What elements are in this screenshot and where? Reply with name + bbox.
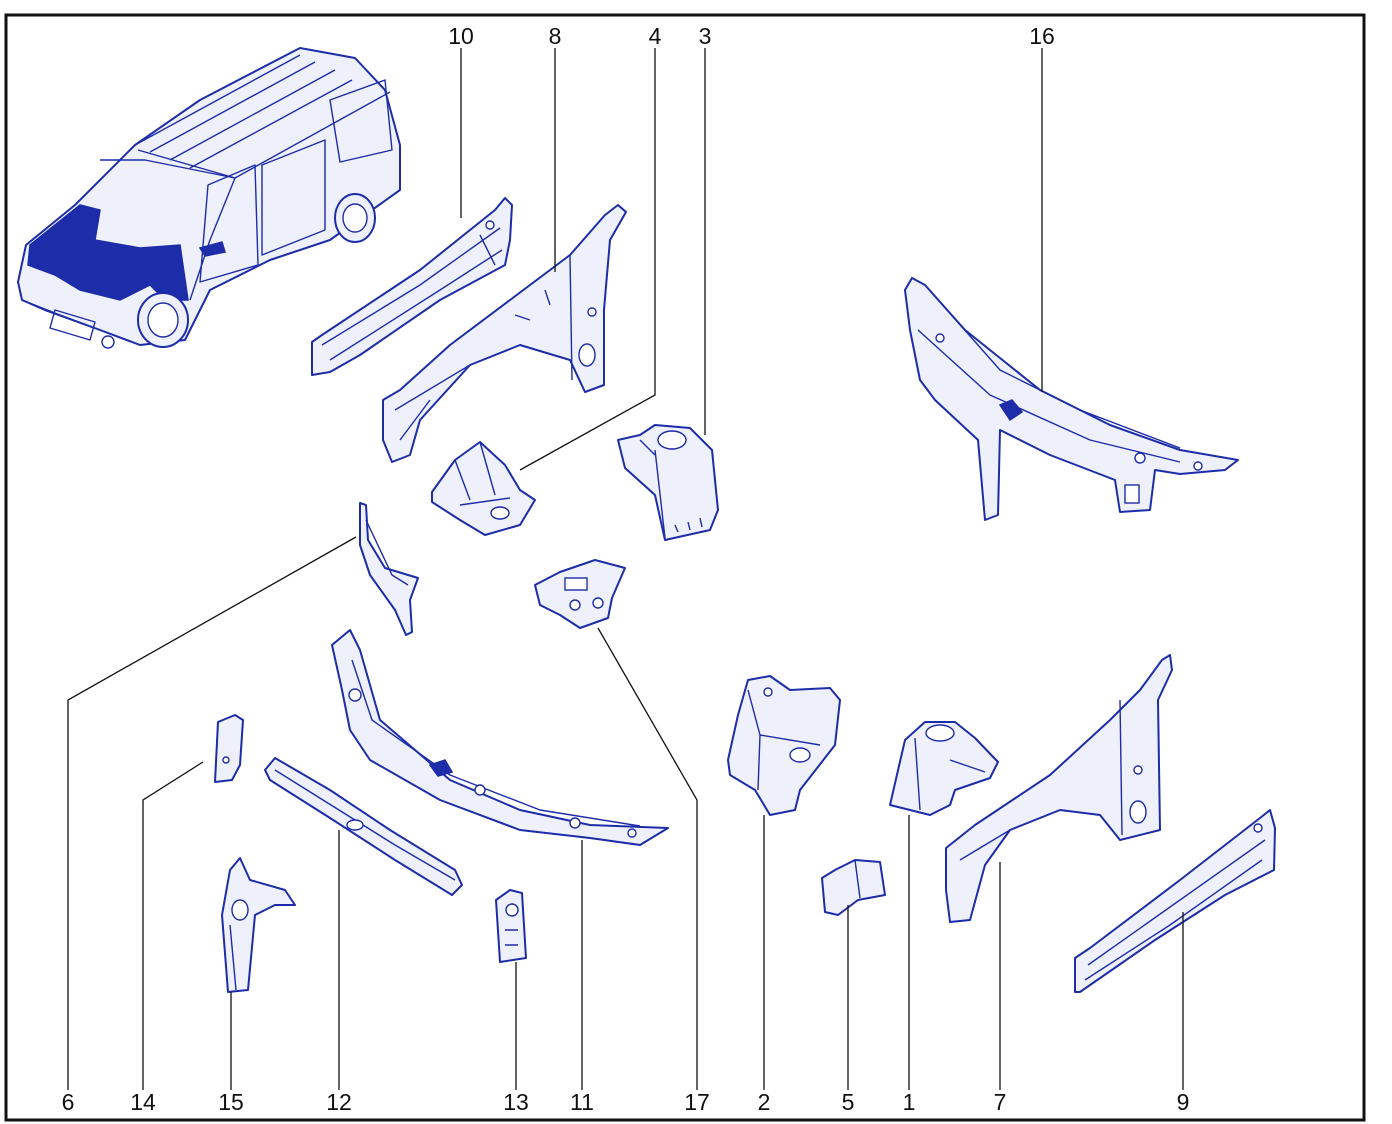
part-4	[431, 441, 536, 536]
callout-15: 15	[218, 1089, 244, 1115]
part-2	[727, 675, 841, 816]
part-6	[359, 502, 419, 636]
part-10	[311, 197, 513, 376]
part-15	[221, 857, 296, 993]
callout-8: 8	[549, 23, 562, 49]
callout-12: 12	[326, 1089, 352, 1115]
callout-13: 13	[503, 1089, 529, 1115]
part-9	[1074, 809, 1276, 993]
callout-17: 17	[684, 1089, 710, 1115]
part-14	[214, 714, 244, 783]
part-12	[264, 757, 463, 896]
part-11	[331, 629, 669, 846]
vehicle-overview	[17, 47, 401, 349]
callout-9: 9	[1177, 1089, 1190, 1115]
callout-5: 5	[842, 1089, 855, 1115]
part-16	[904, 277, 1239, 521]
callout-14: 14	[130, 1089, 156, 1115]
callout-4: 4	[649, 23, 662, 49]
part-7	[945, 654, 1173, 923]
callout-11: 11	[570, 1089, 594, 1115]
part-5	[821, 859, 886, 916]
callout-1: 1	[903, 1089, 916, 1115]
part-3	[617, 424, 719, 541]
part-8	[382, 204, 627, 463]
callout-16: 16	[1029, 23, 1055, 49]
callout-6: 6	[62, 1089, 75, 1115]
diagram-border	[4, 13, 1366, 1122]
part-17	[534, 559, 626, 629]
callout-10: 10	[448, 23, 474, 49]
callout-7: 7	[994, 1089, 1007, 1115]
callouts: 10 8 4 3 16 6 14 15 12 13 11 17 2 5 1 7 …	[62, 23, 1190, 1115]
callout-2: 2	[758, 1089, 771, 1115]
leader-lines	[67, 48, 1184, 1090]
part-13	[495, 889, 527, 963]
part-1	[889, 721, 999, 816]
callout-3: 3	[699, 23, 712, 49]
